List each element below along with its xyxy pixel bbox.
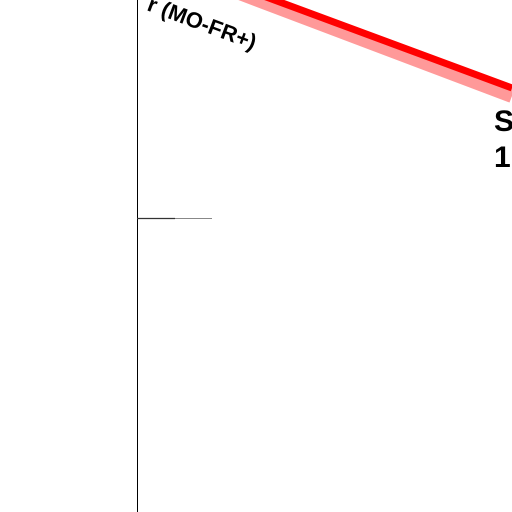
route-label: r (MO-FR+) [144, 0, 260, 55]
stop-label-line1: S [494, 105, 512, 138]
stop-label-line2: 1 [494, 141, 511, 174]
route-line[interactable] [180, 0, 512, 92]
route-line-casing [238, 0, 512, 103]
